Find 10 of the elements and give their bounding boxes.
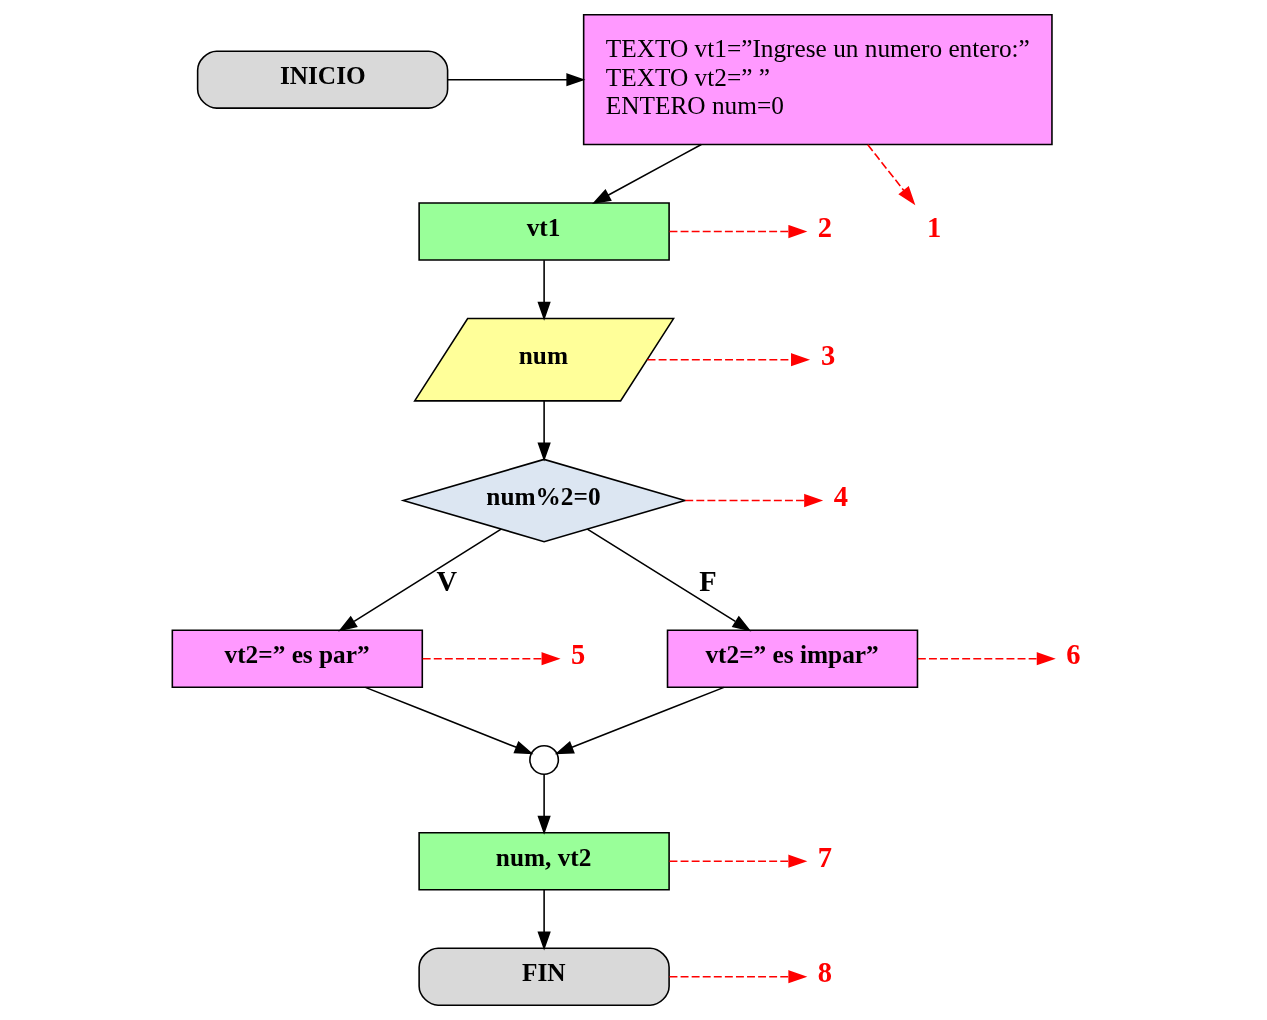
edge-label: F	[699, 566, 717, 598]
node-text: 4	[833, 480, 848, 512]
node-text: 3	[820, 340, 836, 372]
node-text: 7	[817, 841, 833, 873]
edge-label: V	[436, 566, 458, 598]
node-text: 2	[817, 211, 833, 243]
node-text: 8	[817, 957, 833, 989]
node-text: 5	[571, 639, 586, 671]
node-text: 6	[1066, 639, 1081, 671]
node-text: 1	[926, 211, 942, 243]
